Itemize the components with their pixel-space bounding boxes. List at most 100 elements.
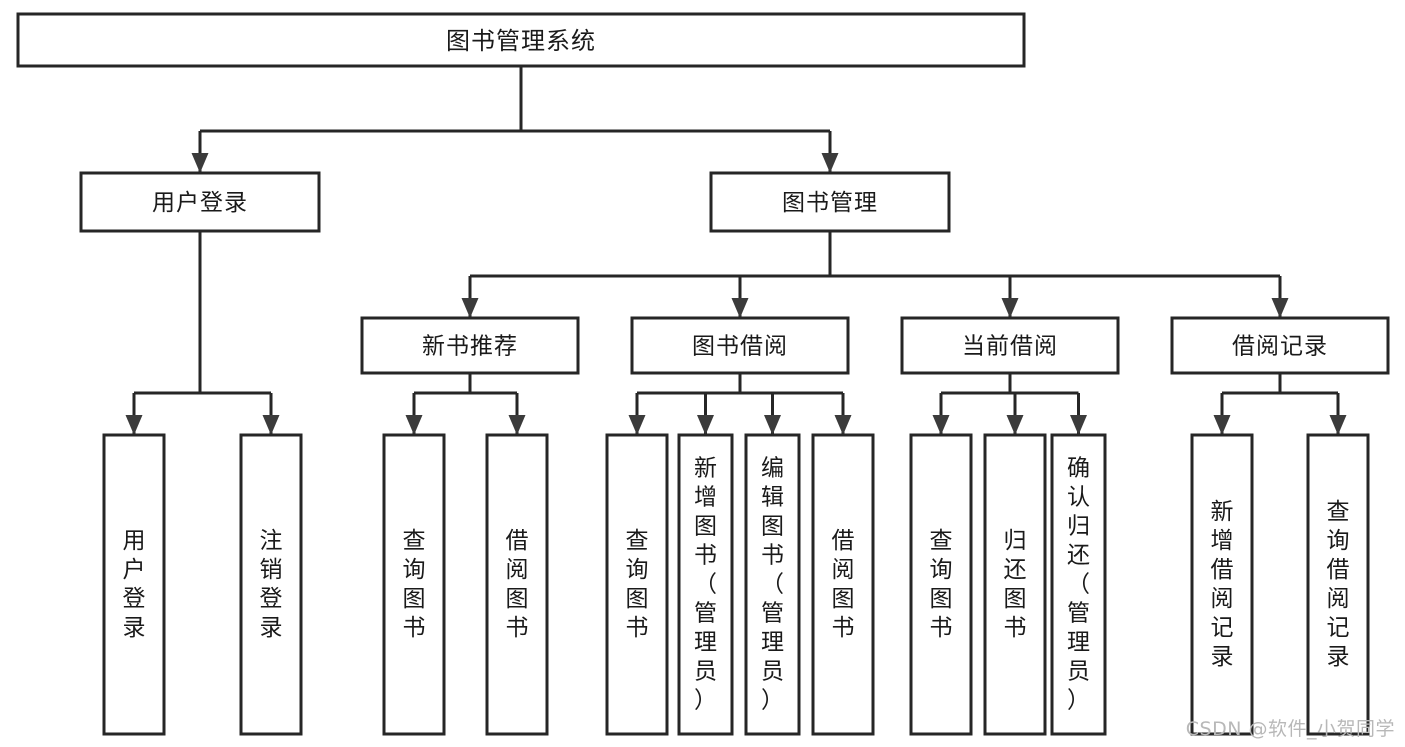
node-label-char: 登 — [123, 586, 146, 612]
node-label-char: 询 — [403, 557, 426, 583]
node-box[interactable] — [900, 316, 1120, 375]
node-label-char: 归 — [1067, 514, 1090, 540]
node-box[interactable] — [1170, 316, 1390, 375]
node-label: 图书管理系统 — [446, 27, 596, 55]
node-label-char: 编 — [761, 456, 784, 482]
node-box[interactable] — [811, 433, 875, 736]
connectors-layer — [125, 66, 1347, 435]
node-label-char: 书 — [1004, 615, 1027, 641]
node-label-char: 图 — [694, 514, 717, 540]
arrow-head — [125, 415, 143, 435]
node-box[interactable] — [360, 316, 580, 375]
node-label-char: 阅 — [1327, 586, 1350, 612]
node-label-char: 借 — [832, 528, 855, 554]
node-box[interactable] — [1306, 433, 1370, 736]
node-label-char: 用 — [123, 528, 146, 554]
node-label-char: 增 — [694, 485, 717, 511]
node-box[interactable] — [239, 433, 303, 736]
node-label-char: 录 — [260, 615, 283, 641]
node-label-char: 管 — [1067, 601, 1090, 627]
node-label-char: 阅 — [1211, 586, 1234, 612]
csdn-watermark: CSDN @软件_小贺同学 — [1185, 718, 1395, 740]
node-label-char: 记 — [1327, 615, 1350, 641]
node-label-char: 图 — [930, 586, 953, 612]
node-l2_1[interactable]: 图书管理 — [709, 171, 951, 233]
node-label-char: ） — [694, 688, 717, 714]
node-box[interactable] — [744, 433, 801, 736]
node-l4_0[interactable]: 用户登录 — [102, 433, 166, 736]
node-label-char: （ — [694, 572, 717, 598]
node-label: 新书推荐 — [422, 334, 518, 360]
node-box[interactable] — [1190, 433, 1254, 736]
node-box[interactable] — [605, 433, 669, 736]
arrow-head — [932, 415, 950, 435]
node-label-char: 记 — [1211, 615, 1234, 641]
node-label: 图书管理 — [782, 190, 878, 216]
node-label-char: 员 — [1067, 659, 1090, 685]
node-label-char: 图 — [626, 586, 649, 612]
node-box[interactable] — [709, 171, 951, 233]
node-box[interactable] — [983, 433, 1047, 736]
node-box[interactable] — [909, 433, 973, 736]
arrow-head — [191, 153, 209, 173]
node-box[interactable] — [630, 316, 850, 375]
node-root[interactable]: 图书管理系统 — [16, 12, 1026, 68]
node-label-char: 图 — [832, 586, 855, 612]
node-label-char: 借 — [1211, 557, 1234, 583]
node-label-char: 查 — [626, 528, 649, 554]
node-label-char: ） — [761, 688, 784, 714]
arrow-head — [821, 153, 839, 173]
node-l2_0[interactable]: 用户登录 — [79, 171, 321, 233]
node-box[interactable] — [382, 433, 446, 736]
node-label: 用户登录 — [152, 190, 248, 216]
arrow-head — [1329, 415, 1347, 435]
node-l3_1[interactable]: 图书借阅 — [630, 316, 850, 375]
node-label-char: 阅 — [832, 557, 855, 583]
node-label-char: 图 — [761, 514, 784, 540]
node-l3_3[interactable]: 借阅记录 — [1170, 316, 1390, 375]
node-label-char: 询 — [626, 557, 649, 583]
node-label-char: 录 — [1211, 644, 1234, 670]
node-box[interactable] — [16, 12, 1026, 68]
node-label-char: （ — [761, 572, 784, 598]
node-label-char: 登 — [260, 586, 283, 612]
node-box[interactable] — [79, 171, 321, 233]
node-label-char: 图 — [403, 586, 426, 612]
node-label-char: 询 — [930, 557, 953, 583]
arrow-head — [1006, 415, 1024, 435]
node-label-char: 借 — [1327, 557, 1350, 583]
node-label-char: 员 — [694, 659, 717, 685]
node-box[interactable] — [677, 433, 734, 736]
node-label-char: 理 — [761, 630, 784, 656]
arrow-head — [1070, 415, 1087, 435]
node-l3_2[interactable]: 当前借阅 — [900, 316, 1120, 375]
node-label-char: 书 — [506, 615, 529, 641]
node-label-char: （ — [1067, 572, 1090, 598]
node-label-char: ） — [1067, 688, 1090, 714]
arrow-head — [405, 415, 423, 435]
node-box[interactable] — [102, 433, 166, 736]
node-box[interactable] — [1050, 433, 1107, 736]
node-label-char: 认 — [1067, 485, 1090, 511]
node-label-char: 管 — [761, 601, 784, 627]
node-l3_0[interactable]: 新书推荐 — [360, 316, 580, 375]
arrow-head — [461, 298, 479, 318]
node-label-char: 新 — [1211, 499, 1234, 525]
node-label-char: 书 — [626, 615, 649, 641]
node-label-char: 书 — [761, 543, 784, 569]
node-box[interactable] — [485, 433, 549, 736]
arrow-head — [731, 298, 749, 318]
